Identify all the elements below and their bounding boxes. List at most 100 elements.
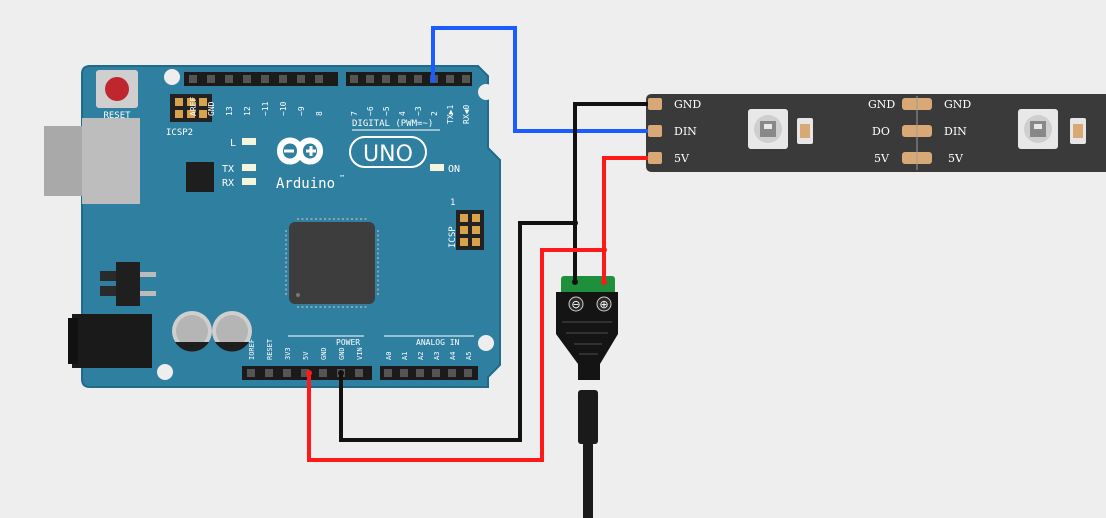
icsp2-label: ICSP2: [166, 128, 193, 138]
cut-label-gnd-right: GND: [944, 98, 971, 111]
wire-endpoint: [572, 279, 578, 285]
cut-label-din: DIN: [944, 125, 967, 138]
pin-label: A2: [417, 352, 425, 360]
power-label: POWER: [336, 338, 360, 347]
pin-label: 13: [225, 106, 234, 116]
led-capacitor: [797, 118, 813, 144]
cut-label-do: DO: [872, 125, 890, 138]
adapter-ridges: [562, 321, 612, 355]
pin-label: RX◀0: [462, 105, 471, 124]
pin-label: GND: [338, 347, 346, 360]
analog-pin-labels: A0 A1 A2 A3 A4 A5: [385, 352, 473, 360]
usb-chip: [186, 162, 214, 192]
pin-label: VIN: [356, 347, 364, 360]
digital-pin-labels-left: AREF GND 13 12 ~11 ~10 ~9 8: [189, 97, 324, 116]
tx-led: [242, 164, 256, 171]
chip-pin1-dot: [296, 293, 300, 297]
reset-label: RESET: [103, 111, 131, 121]
pin-label: ~3: [414, 106, 423, 116]
strip-label-gnd: GND: [674, 98, 701, 111]
infinity-logo-icon: [276, 137, 324, 165]
uno-badge: [349, 136, 427, 168]
pin-label: 8: [315, 111, 324, 116]
voltage-regulator: [100, 262, 156, 306]
on-led: [430, 164, 444, 171]
strip-label-din: DIN: [674, 125, 697, 138]
mounting-hole: [478, 84, 494, 100]
gnd-wire-arduino: [339, 221, 575, 442]
strip-label-5v: 5V: [674, 152, 690, 165]
pin-label: A0: [385, 352, 393, 360]
pin-label: A5: [465, 352, 473, 360]
reset-button[interactable]: [105, 77, 129, 101]
terminal-screw-minus[interactable]: [568, 296, 584, 312]
pin-label: A4: [449, 352, 457, 360]
vcc-wire-strip: [602, 156, 648, 282]
pin-label: ~5: [382, 106, 391, 116]
pin-label: ~9: [297, 106, 306, 116]
data-wire: [431, 26, 648, 133]
pin-label: ~10: [279, 101, 288, 116]
icsp-label: ICSP: [448, 226, 458, 248]
cut-label-gnd-left: GND: [868, 98, 895, 111]
dc-barrel-jack: [68, 314, 152, 368]
pin-label: 2: [430, 111, 439, 116]
cut-label-5v-left: 5V: [874, 152, 890, 165]
terminal-screw-plus[interactable]: [596, 296, 612, 312]
power-pin-labels: IOREF RESET 3V3 5V GND GND VIN: [248, 338, 364, 360]
adapter-body: [556, 292, 618, 380]
wires: [306, 26, 648, 462]
led-capacitor: [1070, 118, 1086, 144]
terminal-block: [561, 276, 615, 294]
rx-led-label: RX: [222, 178, 234, 189]
mounting-hole: [157, 364, 173, 380]
on-led-label: ON: [448, 164, 460, 175]
arduino-wordmark: Arduino: [276, 176, 335, 192]
rx-led: [242, 178, 256, 185]
icsp-pin1-label: 1: [450, 198, 455, 208]
digital-header-right: [346, 72, 472, 86]
chip-leads: [285, 218, 379, 308]
wire-endpoint: [306, 370, 312, 376]
wire-endpoint: [338, 370, 344, 376]
tx-led-label: TX: [222, 164, 234, 175]
icsp2-header: [170, 94, 212, 122]
ws2812-led: [748, 109, 788, 149]
uno-text: UNO: [363, 142, 413, 167]
l-led: [242, 138, 256, 145]
pin-label: AREF: [189, 97, 198, 116]
pin-label: A1: [401, 352, 409, 360]
digital-header-left: [184, 72, 338, 86]
digital-label: DIGITAL (PWM=~): [352, 119, 433, 129]
vcc-wire-arduino: [307, 248, 604, 462]
analog-label: ANALOG IN: [416, 338, 460, 347]
arduino-uno-board: RESET ICSP2: [44, 65, 501, 388]
wire-endpoint: [601, 279, 607, 285]
pin-label: IOREF: [248, 339, 256, 360]
plug-cable: [583, 444, 593, 518]
analog-header: [380, 366, 478, 380]
ws2812-led: [1018, 109, 1058, 149]
strip-pad-din[interactable]: [648, 125, 662, 137]
plus-symbol: ⊕: [599, 298, 608, 311]
wire-junction: [572, 220, 578, 226]
strip-pad-5v[interactable]: [648, 152, 662, 164]
trademark: ™: [340, 174, 344, 182]
capacitor: [172, 311, 212, 352]
pin-label: GND: [207, 101, 216, 116]
capacitor: [212, 311, 252, 352]
led-strip: GND DIN 5V GND DO 5V GND DIN 5V: [646, 94, 1106, 172]
pin-label: 5V: [302, 351, 310, 360]
minus-symbol: ⊖: [571, 298, 580, 311]
pin-label: 12: [243, 106, 252, 116]
wire-endpoint: [430, 77, 436, 83]
pin-label: A3: [433, 352, 441, 360]
dc-jack-adapter: ⊖ ⊕: [556, 276, 618, 518]
cut-label-5v-right: 5V: [948, 152, 964, 165]
pin-label: ~6: [366, 106, 375, 116]
strip-pad-gnd[interactable]: [648, 98, 662, 110]
pin-label: 3V3: [284, 347, 292, 360]
mounting-hole: [164, 69, 180, 85]
pin-label: TX▶1: [446, 105, 455, 124]
